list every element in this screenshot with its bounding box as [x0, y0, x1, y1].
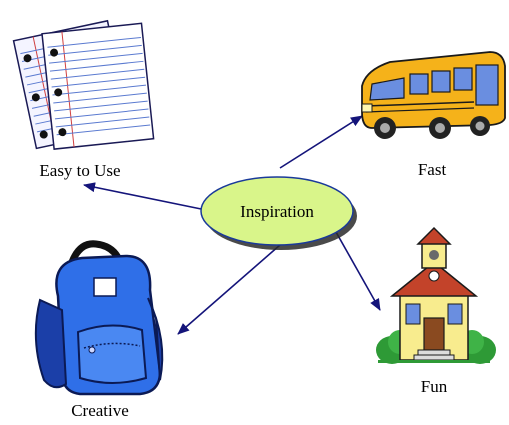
notebook-paper-icon: [12, 19, 155, 150]
link-to-easy: [83, 182, 207, 211]
central-topic[interactable]: Inspiration: [200, 176, 357, 250]
subtopic-easy-label: Easy to Use: [39, 161, 120, 180]
link-to-creative: [177, 244, 281, 335]
schoolhouse-icon: [376, 226, 496, 364]
backpack-icon: [34, 240, 164, 396]
subtopic-creative[interactable]: Creative: [34, 240, 164, 420]
connectors: [83, 115, 381, 335]
subtopic-fun-label: Fun: [421, 377, 448, 396]
subtopic-easy[interactable]: Easy to Use: [12, 19, 155, 180]
subtopic-fast[interactable]: Fast: [361, 51, 506, 179]
link-to-fast: [279, 115, 363, 169]
link-to-fun: [335, 231, 381, 311]
subtopic-fast-label: Fast: [418, 160, 447, 179]
subtopic-creative-label: Creative: [71, 401, 129, 420]
subtopic-fun[interactable]: Fun: [376, 226, 496, 396]
central-topic-shape: [200, 176, 354, 246]
school-bus-icon: [361, 51, 506, 139]
central-topic-label: Inspiration: [240, 202, 314, 221]
